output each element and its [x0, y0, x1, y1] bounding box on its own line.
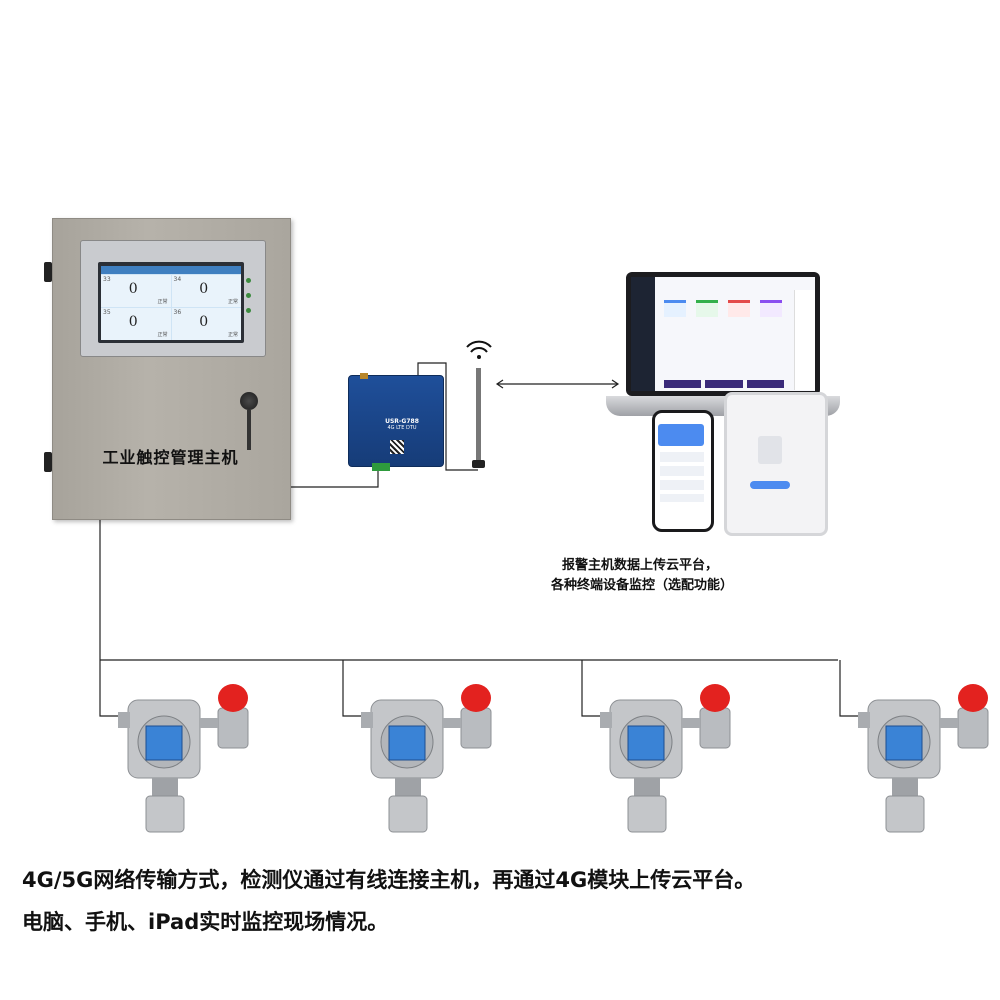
sensor-neck [395, 778, 421, 796]
led-icon [246, 293, 251, 298]
dtu-antenna-port [360, 373, 368, 379]
detector-left-port [118, 712, 130, 728]
dashboard-card [696, 300, 718, 317]
sensor-head [388, 795, 428, 833]
detector-2 [361, 684, 492, 833]
dtu-to-antenna-wire [417, 362, 478, 471]
detector-left-port [600, 712, 612, 728]
description-line2: 电脑、手机、iPad实时监控现场情况。 [22, 910, 389, 934]
cell-status: 正常 [157, 299, 168, 305]
dashboard-card [728, 300, 750, 317]
tablet-doc-icon [758, 436, 782, 464]
detector-left-port [361, 712, 373, 728]
dashboard-bar [664, 380, 702, 388]
cell-status: 正常 [157, 332, 168, 338]
hmi-display: 33 0 正常 34 0 正常 35 0 正常 36 0 正常 [101, 266, 241, 340]
cell-id: 36 [173, 309, 182, 316]
alarm-base [699, 707, 731, 749]
dashboard-bar [746, 380, 784, 388]
alarm-light-icon [218, 684, 248, 712]
sensor-head [627, 795, 667, 833]
cell-id: 35 [103, 309, 111, 316]
detector-display [145, 725, 183, 761]
cabinet-to-dtu-wire [289, 471, 379, 488]
sensor-neck [892, 778, 918, 796]
gas-detectors [118, 684, 989, 833]
cloud-caption-line2: 各种终端设备监控（选配功能） [551, 578, 734, 593]
hmi-status-bar [101, 266, 241, 274]
tablet-button [750, 481, 790, 489]
bidirectional-arrow [495, 379, 620, 389]
detector-drop-wire [839, 660, 868, 717]
detector-drop-wire [581, 660, 610, 717]
alarm-light-icon [700, 684, 730, 712]
dtu-label: USR-G788 4G LTE DTU [372, 418, 432, 431]
alarm-light-icon [958, 684, 988, 712]
dashboard-card [664, 300, 686, 317]
detector-drop-wire [342, 660, 371, 717]
laptop-side-panel [794, 290, 815, 390]
detector-4 [858, 684, 989, 833]
hinge-bottom [44, 452, 52, 472]
phone-header-card [658, 424, 704, 446]
laptop-dashboard [631, 277, 815, 391]
wifi-signal-icon [466, 340, 492, 353]
alarm-connector [200, 718, 218, 728]
hmi-cell: 35 0 正常 [101, 308, 171, 340]
dtu-type: 4G LTE DTU [387, 425, 417, 431]
cell-value: 0 [199, 281, 209, 297]
laptop-sidebar [631, 277, 655, 391]
detector-left-port [858, 712, 870, 728]
detector-display [627, 725, 665, 761]
cabinet-title: 工业触控管理主机 [102, 448, 239, 467]
laptop-footer-bars [664, 380, 784, 388]
hinge-top [44, 262, 52, 282]
dtu-model: USR-G788 [385, 418, 419, 425]
cell-id: 34 [173, 276, 182, 283]
alarm-base [217, 707, 249, 749]
dashboard-card [760, 300, 782, 317]
cell-status: 正常 [227, 332, 238, 338]
led-icon [246, 308, 251, 313]
cell-status: 正常 [227, 299, 238, 305]
alarm-base [460, 707, 492, 749]
alarm-light-icon [461, 684, 491, 712]
tablet [724, 392, 828, 536]
description-line1: 4G/5G网络传输方式，检测仪通过有线连接主机，再通过4G模块上传云平台。 [22, 868, 756, 892]
cloud-caption-line1: 报警主机数据上传云平台， [562, 558, 719, 573]
sensor-neck [152, 778, 178, 796]
sensor-head [885, 795, 925, 833]
sensor-head [145, 795, 185, 833]
detector-drop-wire [99, 660, 128, 717]
detector-3 [600, 684, 731, 833]
cell-value: 0 [199, 314, 209, 330]
sensor-neck [634, 778, 660, 796]
phone-list [660, 452, 704, 502]
hmi-cell: 34 0 正常 [171, 275, 241, 307]
laptop-cards [664, 300, 784, 318]
alarm-connector [940, 718, 958, 728]
cell-value: 0 [128, 314, 138, 330]
detector-display [885, 725, 923, 761]
detector-display [388, 725, 426, 761]
hmi-cell: 33 0 正常 [101, 275, 171, 307]
key-lock-icon [240, 392, 258, 410]
alarm-base [957, 707, 989, 749]
cell-value: 0 [128, 281, 138, 297]
hmi-leds [246, 278, 251, 323]
alarm-connector [443, 718, 461, 728]
terminal-block [372, 463, 390, 471]
detector-1 [118, 684, 249, 833]
led-icon [246, 278, 251, 283]
cell-id: 33 [103, 276, 111, 283]
hmi-cell: 36 0 正常 [171, 308, 241, 340]
qr-code-icon [390, 440, 404, 454]
key-icon [247, 410, 251, 450]
alarm-connector [682, 718, 700, 728]
bus-wiring [99, 362, 838, 661]
dashboard-bar [705, 380, 743, 388]
antenna [466, 340, 492, 468]
